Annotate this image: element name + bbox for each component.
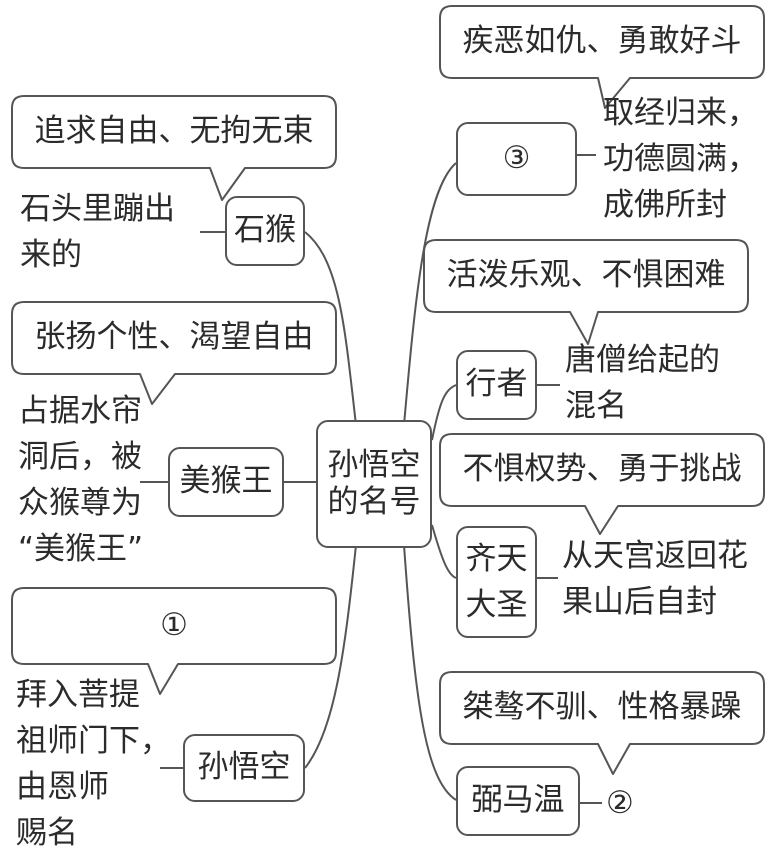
branch-meihouwang: 美猴王: [168, 447, 284, 517]
branch-sunwukong: 孙悟空: [183, 734, 305, 802]
source-qitian: 从天宫返回花 果山后自封: [562, 538, 748, 620]
connector-center-sunwukong: [304, 544, 357, 769]
bubble-xingzhe: [423, 239, 749, 345]
trait-blank3: 疾恶如仇、勇敢好斗: [462, 23, 742, 59]
center-node: 孙悟空 的名号: [316, 420, 432, 548]
source-shihou: 石头里蹦出 来的: [20, 191, 175, 273]
connector-center-qitian: [431, 524, 457, 579]
source-meihouwang: 占据水帘 洞后，被 众猴尊为 “美猴王”: [18, 393, 144, 567]
trait-qitian: 不惧权势、勇于挑战: [462, 451, 742, 487]
source-blank3: 取经归来， 功德圆满， 成佛所封: [603, 95, 758, 223]
branch-blank3: ③: [456, 122, 577, 196]
center-line-2: 的名号: [327, 484, 421, 520]
trait-bimawen: 桀骜不驯、性格暴躁: [462, 689, 742, 725]
branch-xingzhe: 行者: [456, 350, 537, 420]
trait-sunwukong: ①: [160, 607, 188, 643]
bubble-blank3: [439, 5, 765, 109]
trait-meihouwang: 张扬个性、渴望自由: [34, 319, 314, 355]
trait-xingzhe: 活泼乐观、不惧困难: [446, 257, 726, 293]
branch-shihou: 石猴: [225, 196, 305, 266]
trait-shihou: 追求自由、无拘无束: [34, 113, 314, 149]
bubble-qitian: [439, 433, 765, 535]
connector-center-shihou: [304, 231, 357, 426]
bubble-shihou: [11, 95, 337, 201]
branch-qitian: 齐天 大圣: [456, 526, 537, 638]
source-bimawen: ②: [606, 785, 634, 821]
bubble-sunwukong: [11, 587, 337, 695]
connector-center-bimawen: [403, 544, 457, 801]
connector-center-blank3: [403, 162, 457, 426]
source-sunwukong: 拜入菩提 祖师门下， 由恩师 赐名: [16, 677, 171, 851]
branch-qitian-line-1: 齐天: [465, 541, 528, 577]
bubble-meihouwang: [11, 301, 337, 405]
connector-center-xingzhe: [431, 384, 457, 441]
source-xingzhe: 唐僧给起的 混名: [565, 342, 720, 424]
branch-qitian-line-2: 大圣: [465, 587, 528, 623]
center-line-1: 孙悟空: [327, 446, 421, 483]
branch-bimawen: 弼马温: [456, 766, 580, 836]
bubble-bimawen: [439, 671, 765, 775]
